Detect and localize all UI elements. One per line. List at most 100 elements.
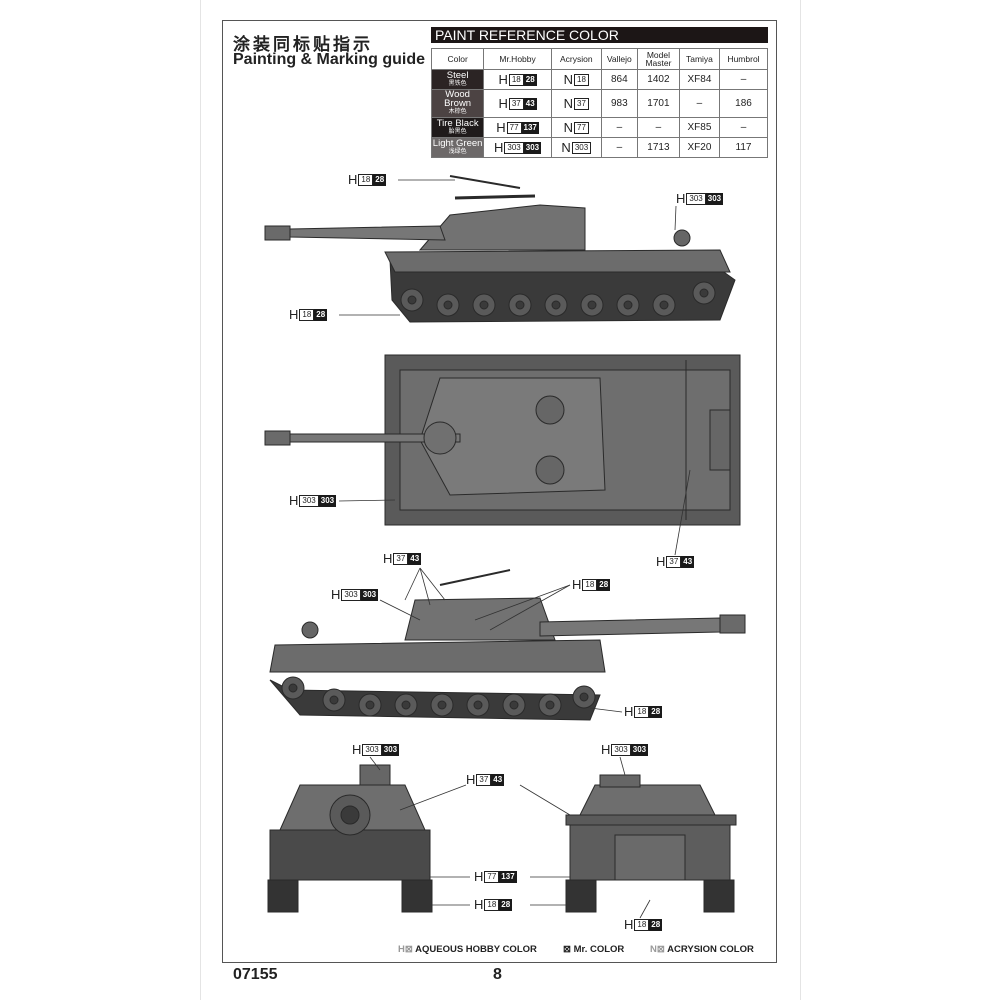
mr-color-code: 43 (523, 97, 537, 110)
aqueous-code: 77 (506, 121, 522, 134)
mr-color-code: 28 (649, 918, 663, 931)
h-letter: H (289, 493, 299, 508)
mr-color-code: 28 (597, 578, 611, 591)
aqueous-code: 303 (611, 743, 631, 756)
leader-lines (338, 179, 691, 919)
legend-acrysion: N⊠ ACRYSION COLOR (650, 944, 754, 955)
side-view-right (269, 569, 746, 721)
mr-color-code: 303 (523, 141, 542, 154)
mr-color-code: 28 (499, 898, 513, 911)
color-name-cn: 黑铁色 (448, 80, 467, 87)
legend-hobby: H⊠ AQUEOUS HOBBY COLOR (398, 944, 537, 955)
aqueous-code: 18 (634, 705, 650, 718)
legend-hobby-label: AQUEOUS HOBBY COLOR (415, 944, 537, 955)
color-name: Wood Brown (444, 89, 472, 109)
aqueous-code: 303 (299, 494, 319, 507)
page-edge-left (200, 0, 201, 1000)
h-letter: H (352, 742, 362, 757)
color-name: Steel (446, 69, 469, 81)
h-letter: H (498, 72, 508, 87)
tamiya-cell: XF20 (678, 137, 721, 158)
kit-number: 07155 (233, 966, 278, 983)
h-letter: H (466, 772, 476, 787)
acrysion-code: 37 (574, 97, 589, 110)
humbrol-cell: 117 (719, 137, 768, 158)
color-name: Light Green (432, 137, 483, 149)
aqueous-code: 18 (358, 173, 374, 186)
aqueous-code: 37 (393, 552, 409, 565)
mr-color-code: 28 (314, 308, 328, 321)
aqueous-code: 37 (476, 773, 492, 786)
h-letter: H (496, 120, 506, 135)
side-view-left (264, 175, 736, 323)
aqueous-code: 18 (299, 308, 315, 321)
h-letter: H (348, 172, 358, 187)
aqueous-code: 18 (508, 73, 524, 86)
acrysion-code: 303 (571, 141, 592, 154)
legend-acrysion-label: ACRYSION COLOR (667, 944, 754, 955)
aqueous-code: 303 (686, 192, 706, 205)
legend-mr: ⊠ Mr. COLOR (563, 944, 624, 955)
mr-color-code: 43 (681, 555, 695, 568)
title-chinese: 涂装同标贴指示 (233, 35, 373, 54)
mr-color-code: 43 (491, 773, 505, 786)
color-name-cn: 木棕色 (448, 109, 467, 115)
h-letter: H (676, 191, 686, 206)
h-letter: H (656, 554, 666, 569)
humbrol-cell: 186 (719, 89, 768, 118)
aqueous-code: 303 (341, 588, 361, 601)
acrysion-code: 18 (574, 73, 589, 86)
mr-color-code: 137 (499, 870, 517, 883)
front-view (267, 764, 433, 913)
legend-mr-symbol: ⊠ (563, 944, 571, 955)
mr-color-code: 303 (360, 588, 379, 601)
rear-view (565, 774, 737, 913)
color-name-cn: 浅绿色 (448, 148, 467, 155)
mr-color-code: 137 (521, 121, 539, 134)
aqueous-code: 37 (508, 97, 524, 110)
color-name: Tire Black (436, 117, 479, 129)
h-letter: H (624, 704, 634, 719)
mr-color-code: 43 (408, 552, 422, 565)
n-letter: N (561, 140, 571, 155)
h-letter: H (494, 140, 504, 155)
h-letter: H (474, 869, 484, 884)
column-header: Humbrol (719, 48, 768, 70)
top-view (264, 354, 741, 526)
aqueous-code: 303 (362, 743, 382, 756)
mr-color-code: 28 (649, 705, 663, 718)
color-name-cn: 胎黑色 (448, 128, 467, 135)
acrysion-code: 77 (574, 121, 589, 134)
legend-acrysion-symbol: N⊠ (650, 944, 665, 955)
title-english: Painting & Marking guide (233, 51, 426, 68)
h-letter: H (601, 742, 611, 757)
h-letter: H (289, 307, 299, 322)
paint-reference-title: PAINT REFERENCE COLOR (431, 27, 768, 43)
page-edge-right (800, 0, 801, 1000)
mr-color-code: 28 (523, 73, 537, 86)
vallejo-cell: – (600, 137, 638, 158)
aqueous-code: 303 (504, 141, 524, 154)
legend-mr-label: Mr. COLOR (573, 944, 625, 955)
h-letter: H (383, 551, 393, 566)
